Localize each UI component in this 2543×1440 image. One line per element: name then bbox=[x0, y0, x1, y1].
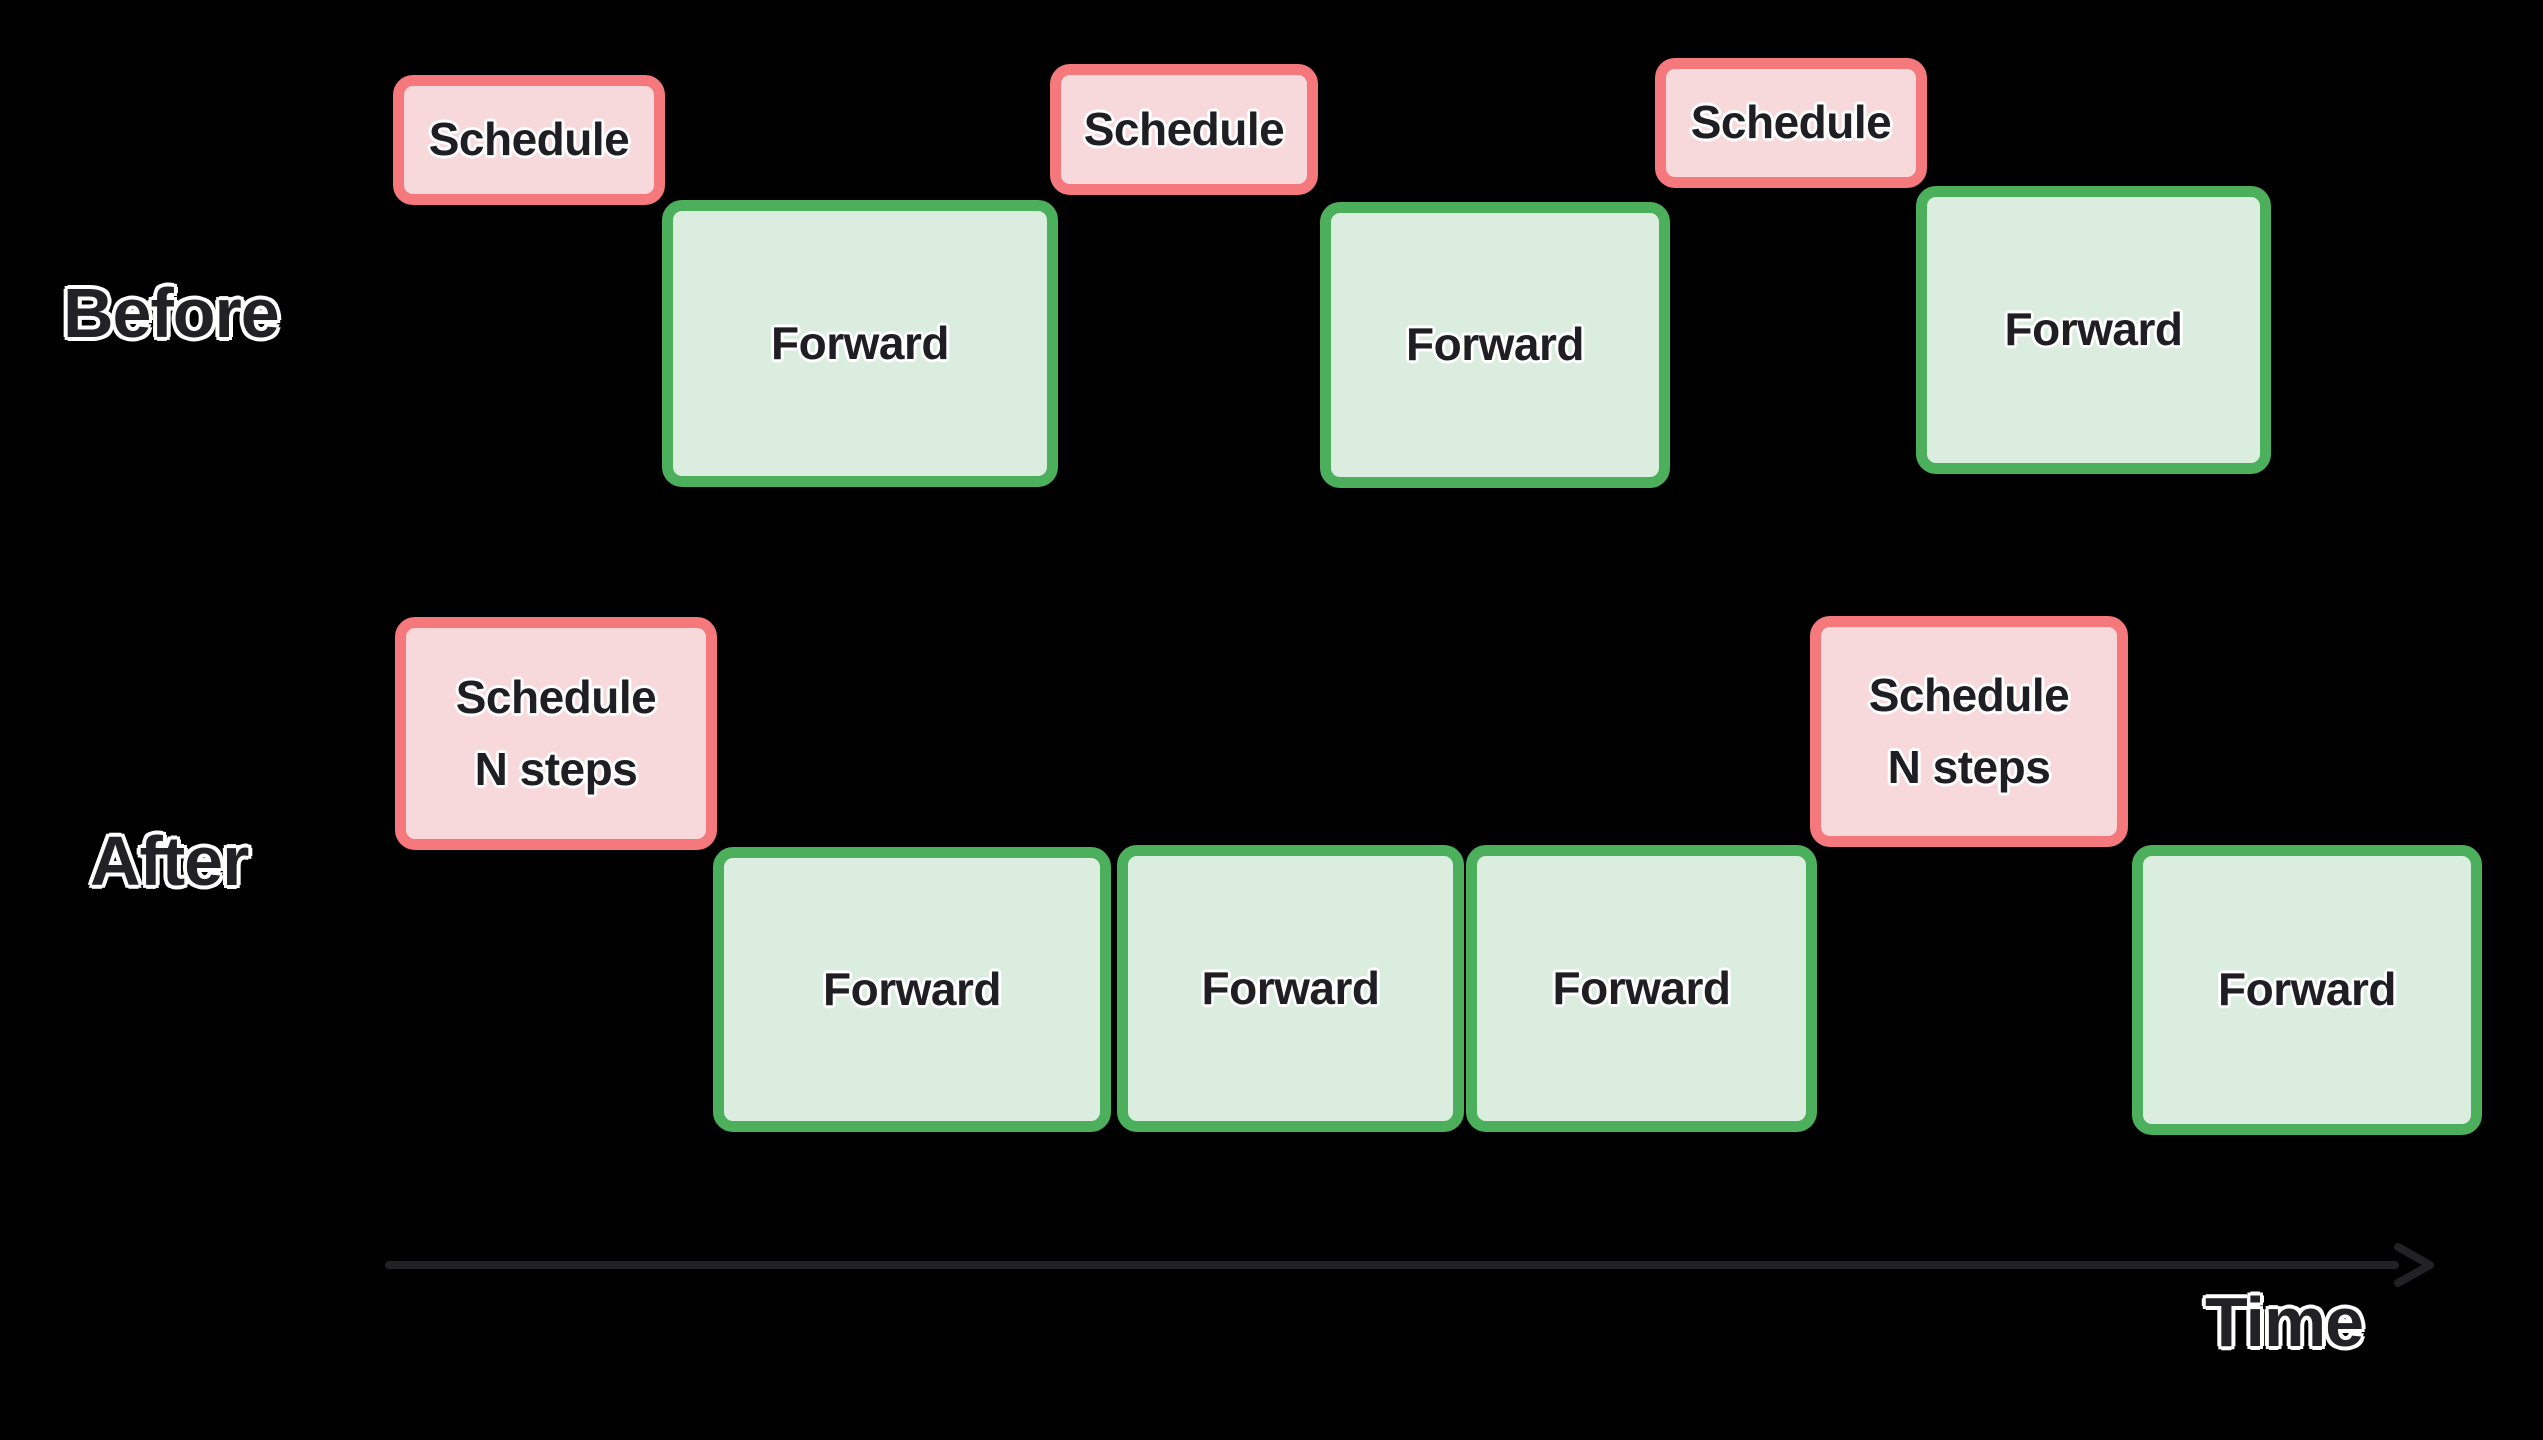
forward-block-before-3: Forward bbox=[1916, 186, 2271, 474]
forward-block-after-1-label: Forward bbox=[823, 962, 1001, 1015]
forward-block-before-2: Forward bbox=[1320, 202, 1670, 488]
schedule-block-before-3-label: Schedule bbox=[1690, 96, 1892, 149]
forward-block-before-2-label: Forward bbox=[1406, 318, 1584, 371]
forward-block-before-3-label: Forward bbox=[2004, 303, 2183, 356]
after-row-label: After bbox=[90, 822, 249, 900]
forward-block-after-4-label: Forward bbox=[2218, 963, 2396, 1016]
time-axis-label: Time bbox=[2205, 1283, 2364, 1361]
forward-block-after-1: Forward bbox=[713, 847, 1111, 1132]
schedule-block-before-3: Schedule bbox=[1655, 58, 1927, 188]
before-row-label: Before bbox=[63, 274, 280, 352]
forward-block-before-1: Forward bbox=[662, 200, 1058, 487]
schedule-n-steps-block-after-2: Schedule N steps bbox=[1810, 616, 2128, 847]
forward-block-after-2: Forward bbox=[1117, 845, 1464, 1132]
time-axis-line bbox=[385, 1261, 2399, 1269]
schedule-n-steps-block-after-2-label: Schedule N steps bbox=[1868, 669, 2070, 793]
time-arrowhead-icon bbox=[2394, 1243, 2434, 1287]
forward-block-after-3: Forward bbox=[1466, 845, 1817, 1132]
forward-block-after-2-label: Forward bbox=[1201, 961, 1380, 1014]
forward-block-after-3-label: Forward bbox=[1552, 961, 1731, 1014]
schedule-block-before-2: Schedule bbox=[1050, 64, 1318, 195]
schedule-block-before-1-label: Schedule bbox=[428, 113, 630, 166]
schedule-n-steps-block-after-1-label: Schedule N steps bbox=[455, 671, 657, 795]
forward-block-after-4: Forward bbox=[2132, 845, 2482, 1135]
forward-block-before-1-label: Forward bbox=[771, 316, 949, 369]
schedule-block-before-2-label: Schedule bbox=[1083, 102, 1285, 155]
schedule-n-steps-block-after-1: Schedule N steps bbox=[395, 617, 717, 850]
schedule-block-before-1: Schedule bbox=[393, 75, 665, 205]
